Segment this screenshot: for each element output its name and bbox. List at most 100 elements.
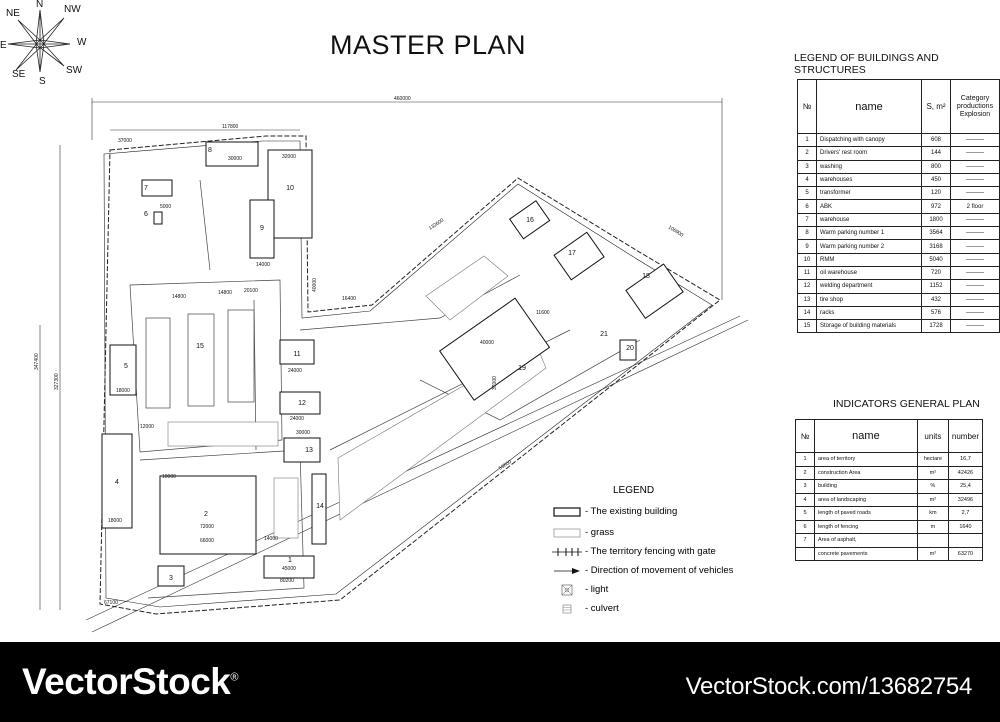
row-number: 2 [797, 146, 817, 161]
building-label-10: 10 [286, 185, 294, 192]
parking-rows [145, 309, 255, 409]
footer-bar: VectorStock® VectorStock.com/13682754 [0, 642, 1000, 722]
building-label-13: 13 [305, 447, 313, 454]
row-number: 6 [797, 199, 817, 214]
building-area: 3168 [921, 239, 951, 254]
row-number: 7 [795, 533, 815, 548]
row-number: 5 [795, 506, 815, 521]
legend-title: LEGEND [613, 485, 655, 496]
indicator-number: 2,7 [947, 506, 984, 521]
building-area: 120 [921, 186, 951, 201]
col-no: № [795, 419, 815, 453]
dim-b8-width: 30000 [228, 156, 242, 162]
indicator-name: Area of asphalt, [814, 533, 918, 548]
building-area: 576 [921, 305, 951, 321]
building-category: 2 floor [950, 199, 1000, 214]
brand-logo: VectorStock® [22, 661, 238, 703]
building-label-8: 8 [208, 147, 212, 154]
dim-sw-corner: 67100 [104, 600, 118, 606]
col-name: name [814, 419, 918, 453]
dim-b4-width: 18000 [108, 518, 122, 524]
building-category: ——— [950, 186, 1000, 201]
building-label-15: 15 [196, 343, 204, 350]
dim-west-inner: 327300 [54, 373, 60, 390]
building-label-16: 16 [526, 217, 534, 224]
row-number: 5 [797, 186, 817, 201]
building-category: ——— [950, 292, 1000, 307]
dim-b12-width: 24000 [290, 416, 304, 422]
fence-gate-icon [552, 548, 582, 556]
building-label-3: 3 [169, 575, 173, 582]
building-category: ——— [950, 159, 1000, 174]
building-name: Dispatching with canopy [816, 132, 922, 148]
compass-label-se: SE [12, 69, 26, 80]
site-boundary [99, 135, 721, 615]
building-name: oil warehouse [816, 265, 922, 281]
building-category: ——— [950, 252, 1000, 267]
row-number: 12 [797, 279, 817, 294]
row-number: 6 [795, 519, 815, 534]
dim-north-side: 117800 [222, 124, 239, 130]
row-number: 15 [797, 319, 817, 334]
building-name: tire shop [816, 292, 922, 307]
building-area: 720 [921, 265, 951, 281]
legend-item-culvert: - culvert [552, 603, 772, 617]
building-label-20: 20 [626, 345, 634, 352]
building-name: transformer [816, 186, 922, 201]
dim-b19-depth: 37000 [492, 376, 498, 390]
indicator-name: construction Area [814, 465, 918, 480]
legend-label: - Direction of movement of vehicles [585, 565, 734, 576]
building-name: warehouses [816, 172, 922, 188]
dim-b19-a: 11600 [536, 310, 550, 316]
dim-b15-c: 20100 [244, 288, 258, 294]
col-category: Category productions Explosion [950, 79, 1000, 134]
dim-b2-inner: 66000 [200, 538, 214, 544]
building-name: racks [816, 305, 922, 321]
col-area: S, m² [921, 79, 951, 134]
building-area: 450 [921, 172, 951, 188]
building-name: warehouse [816, 212, 922, 228]
building-area: 972 [921, 199, 951, 214]
building-area: 5040 [921, 252, 951, 267]
building-category: ——— [950, 172, 1000, 188]
building-area: 1800 [921, 212, 951, 228]
row-number: 7 [797, 212, 817, 228]
building-category: ——— [950, 226, 1000, 241]
indicator-units: % [916, 479, 949, 494]
building-name: Warm parking number 1 [816, 226, 922, 241]
legend-item-fence: - The territory fencing with gate [552, 546, 772, 560]
brand-name: VectorStock [22, 661, 231, 702]
dim-notch-height: 40000 [312, 278, 318, 292]
dim-b4-top: 12000 [140, 424, 154, 430]
building-label-11: 11 [293, 351, 300, 358]
indicator-units: m² [916, 465, 949, 480]
indicator-number: 16,7 [947, 452, 984, 467]
building-category: ——— [950, 132, 1000, 148]
indicator-number: 1640 [947, 519, 984, 534]
compass-rose-icon [7, 9, 71, 73]
compass-label-s: S [39, 76, 46, 87]
building-name: Drivers' rest room [816, 146, 922, 161]
building-area: 608 [921, 132, 951, 148]
dim-b15-b: 14800 [218, 290, 232, 296]
building-label-5: 5 [124, 363, 128, 370]
compass-label-w: W [77, 37, 87, 48]
indicator-units: m [916, 519, 949, 534]
dim-b15-a: 14800 [172, 294, 186, 300]
row-number: 8 [797, 226, 817, 241]
dim-b1-width: 45000 [282, 566, 296, 572]
arrow-right-icon [554, 568, 580, 574]
legend-label: - The existing building [585, 506, 678, 517]
indicator-number: 25,4 [947, 479, 984, 494]
dim-total-width: 460000 [394, 96, 411, 102]
